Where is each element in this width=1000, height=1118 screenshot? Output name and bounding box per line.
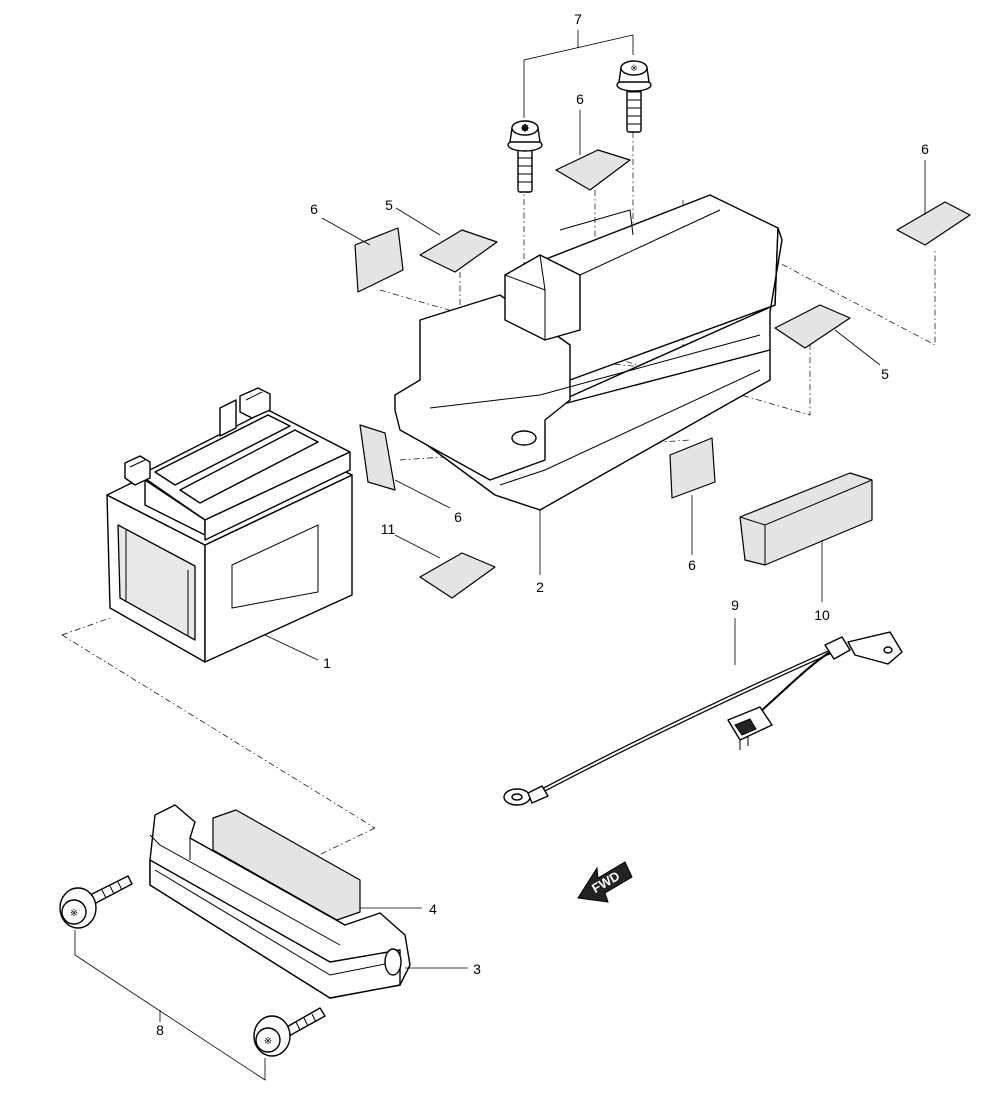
bracket-rubber-pad xyxy=(212,809,361,921)
callout-5-right: 5 xyxy=(881,366,889,382)
callout-4: 4 xyxy=(429,901,437,917)
callout-numbers: 7 6 6 5 6 5 6 11 6 2 10 9 1 4 3 8 xyxy=(156,11,929,1038)
battery-tray xyxy=(394,194,783,511)
callout-1: 1 xyxy=(323,655,331,671)
pad-6-top xyxy=(555,149,631,191)
callout-2: 2 xyxy=(536,579,544,595)
pad-5-right xyxy=(774,304,851,349)
callout-7: 7 xyxy=(574,11,582,27)
battery xyxy=(106,387,353,663)
pad-11 xyxy=(419,552,496,599)
svg-text:※: ※ xyxy=(264,1036,272,1047)
pad-6-right xyxy=(896,201,971,246)
bracket-bolt-upper: ※ xyxy=(59,875,133,929)
tray-bolt-left: ※ xyxy=(507,120,543,193)
callout-6-far-right: 6 xyxy=(921,141,929,157)
callout-8: 8 xyxy=(156,1022,164,1038)
svg-text:※: ※ xyxy=(630,64,638,74)
svg-text:※: ※ xyxy=(521,124,529,134)
callout-6-battery-side: 6 xyxy=(454,509,462,525)
callout-11: 11 xyxy=(381,521,396,537)
callout-10: 10 xyxy=(814,607,830,623)
wire-harness xyxy=(503,631,903,806)
foam-block xyxy=(739,472,873,566)
pad-6-battery-side xyxy=(359,424,396,491)
callout-5-left: 5 xyxy=(385,197,393,213)
pad-5-left xyxy=(419,229,498,273)
arrow-left-icon xyxy=(577,861,633,903)
callout-6-bottom: 6 xyxy=(688,557,696,573)
callout-6-top: 6 xyxy=(576,91,584,107)
leader-lines xyxy=(74,30,926,1081)
svg-text:※: ※ xyxy=(70,908,78,919)
tray-bolt-right: ※ xyxy=(616,60,652,133)
bracket-bolt-lower: ※ xyxy=(253,1007,326,1057)
forward-direction-indicator: FWD xyxy=(577,861,633,903)
battery-holder-bracket xyxy=(149,804,411,999)
callout-3: 3 xyxy=(473,961,481,977)
callout-6-left: 6 xyxy=(310,201,318,217)
pad-6-bottom xyxy=(669,437,716,499)
callout-9: 9 xyxy=(731,597,739,613)
pad-6-left xyxy=(354,227,404,293)
